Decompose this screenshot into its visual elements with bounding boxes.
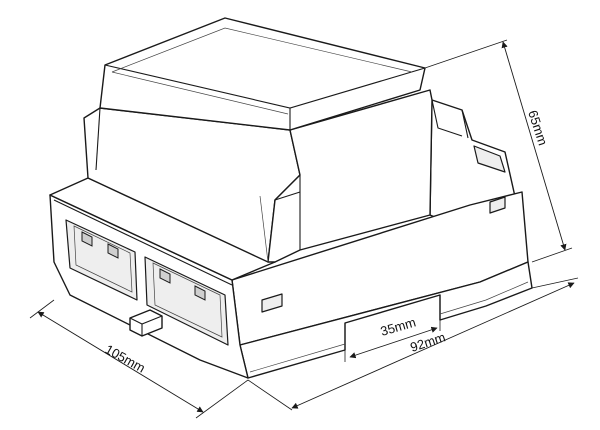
middle-tier	[83, 89, 433, 263]
vent-slot-left	[261, 293, 283, 313]
top-cover	[99, 17, 426, 131]
terminal-block-right	[144, 256, 229, 346]
rail-label: 35mm	[379, 315, 418, 339]
width-label: 92mm	[408, 329, 447, 354]
depth-label: 105mm	[103, 342, 148, 376]
enclosure	[49, 17, 533, 379]
terminal-block-left	[65, 219, 138, 301]
